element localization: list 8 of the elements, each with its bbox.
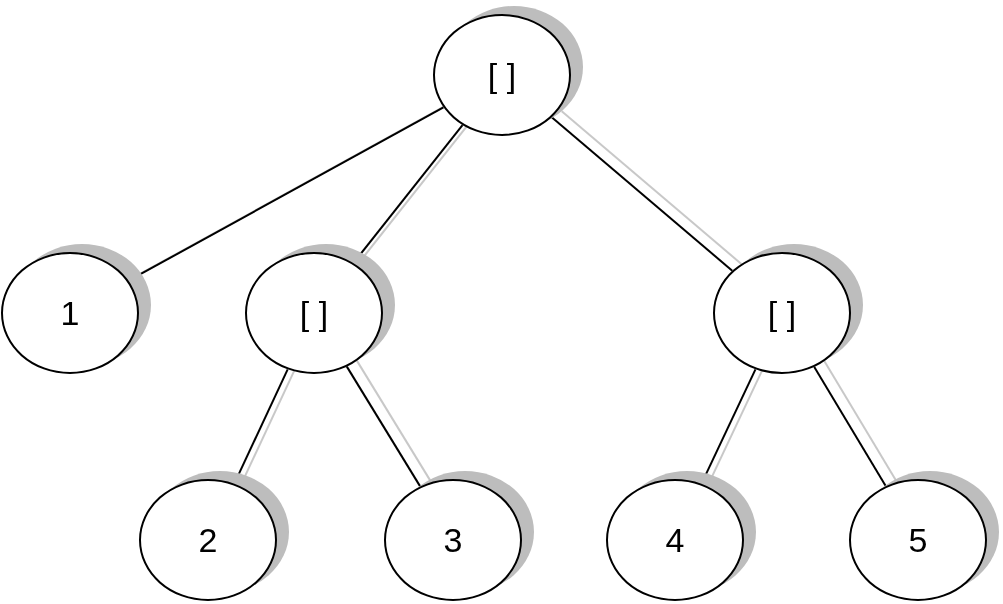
node-label: 2	[198, 520, 218, 560]
node-label: [ ]	[767, 293, 797, 333]
node-label: 1	[60, 293, 80, 333]
node-label: [ ]	[487, 55, 517, 95]
node-label: 5	[908, 520, 928, 560]
node-label: 3	[443, 520, 463, 560]
node-label: 4	[665, 520, 685, 560]
node-label: [ ]	[299, 293, 329, 333]
